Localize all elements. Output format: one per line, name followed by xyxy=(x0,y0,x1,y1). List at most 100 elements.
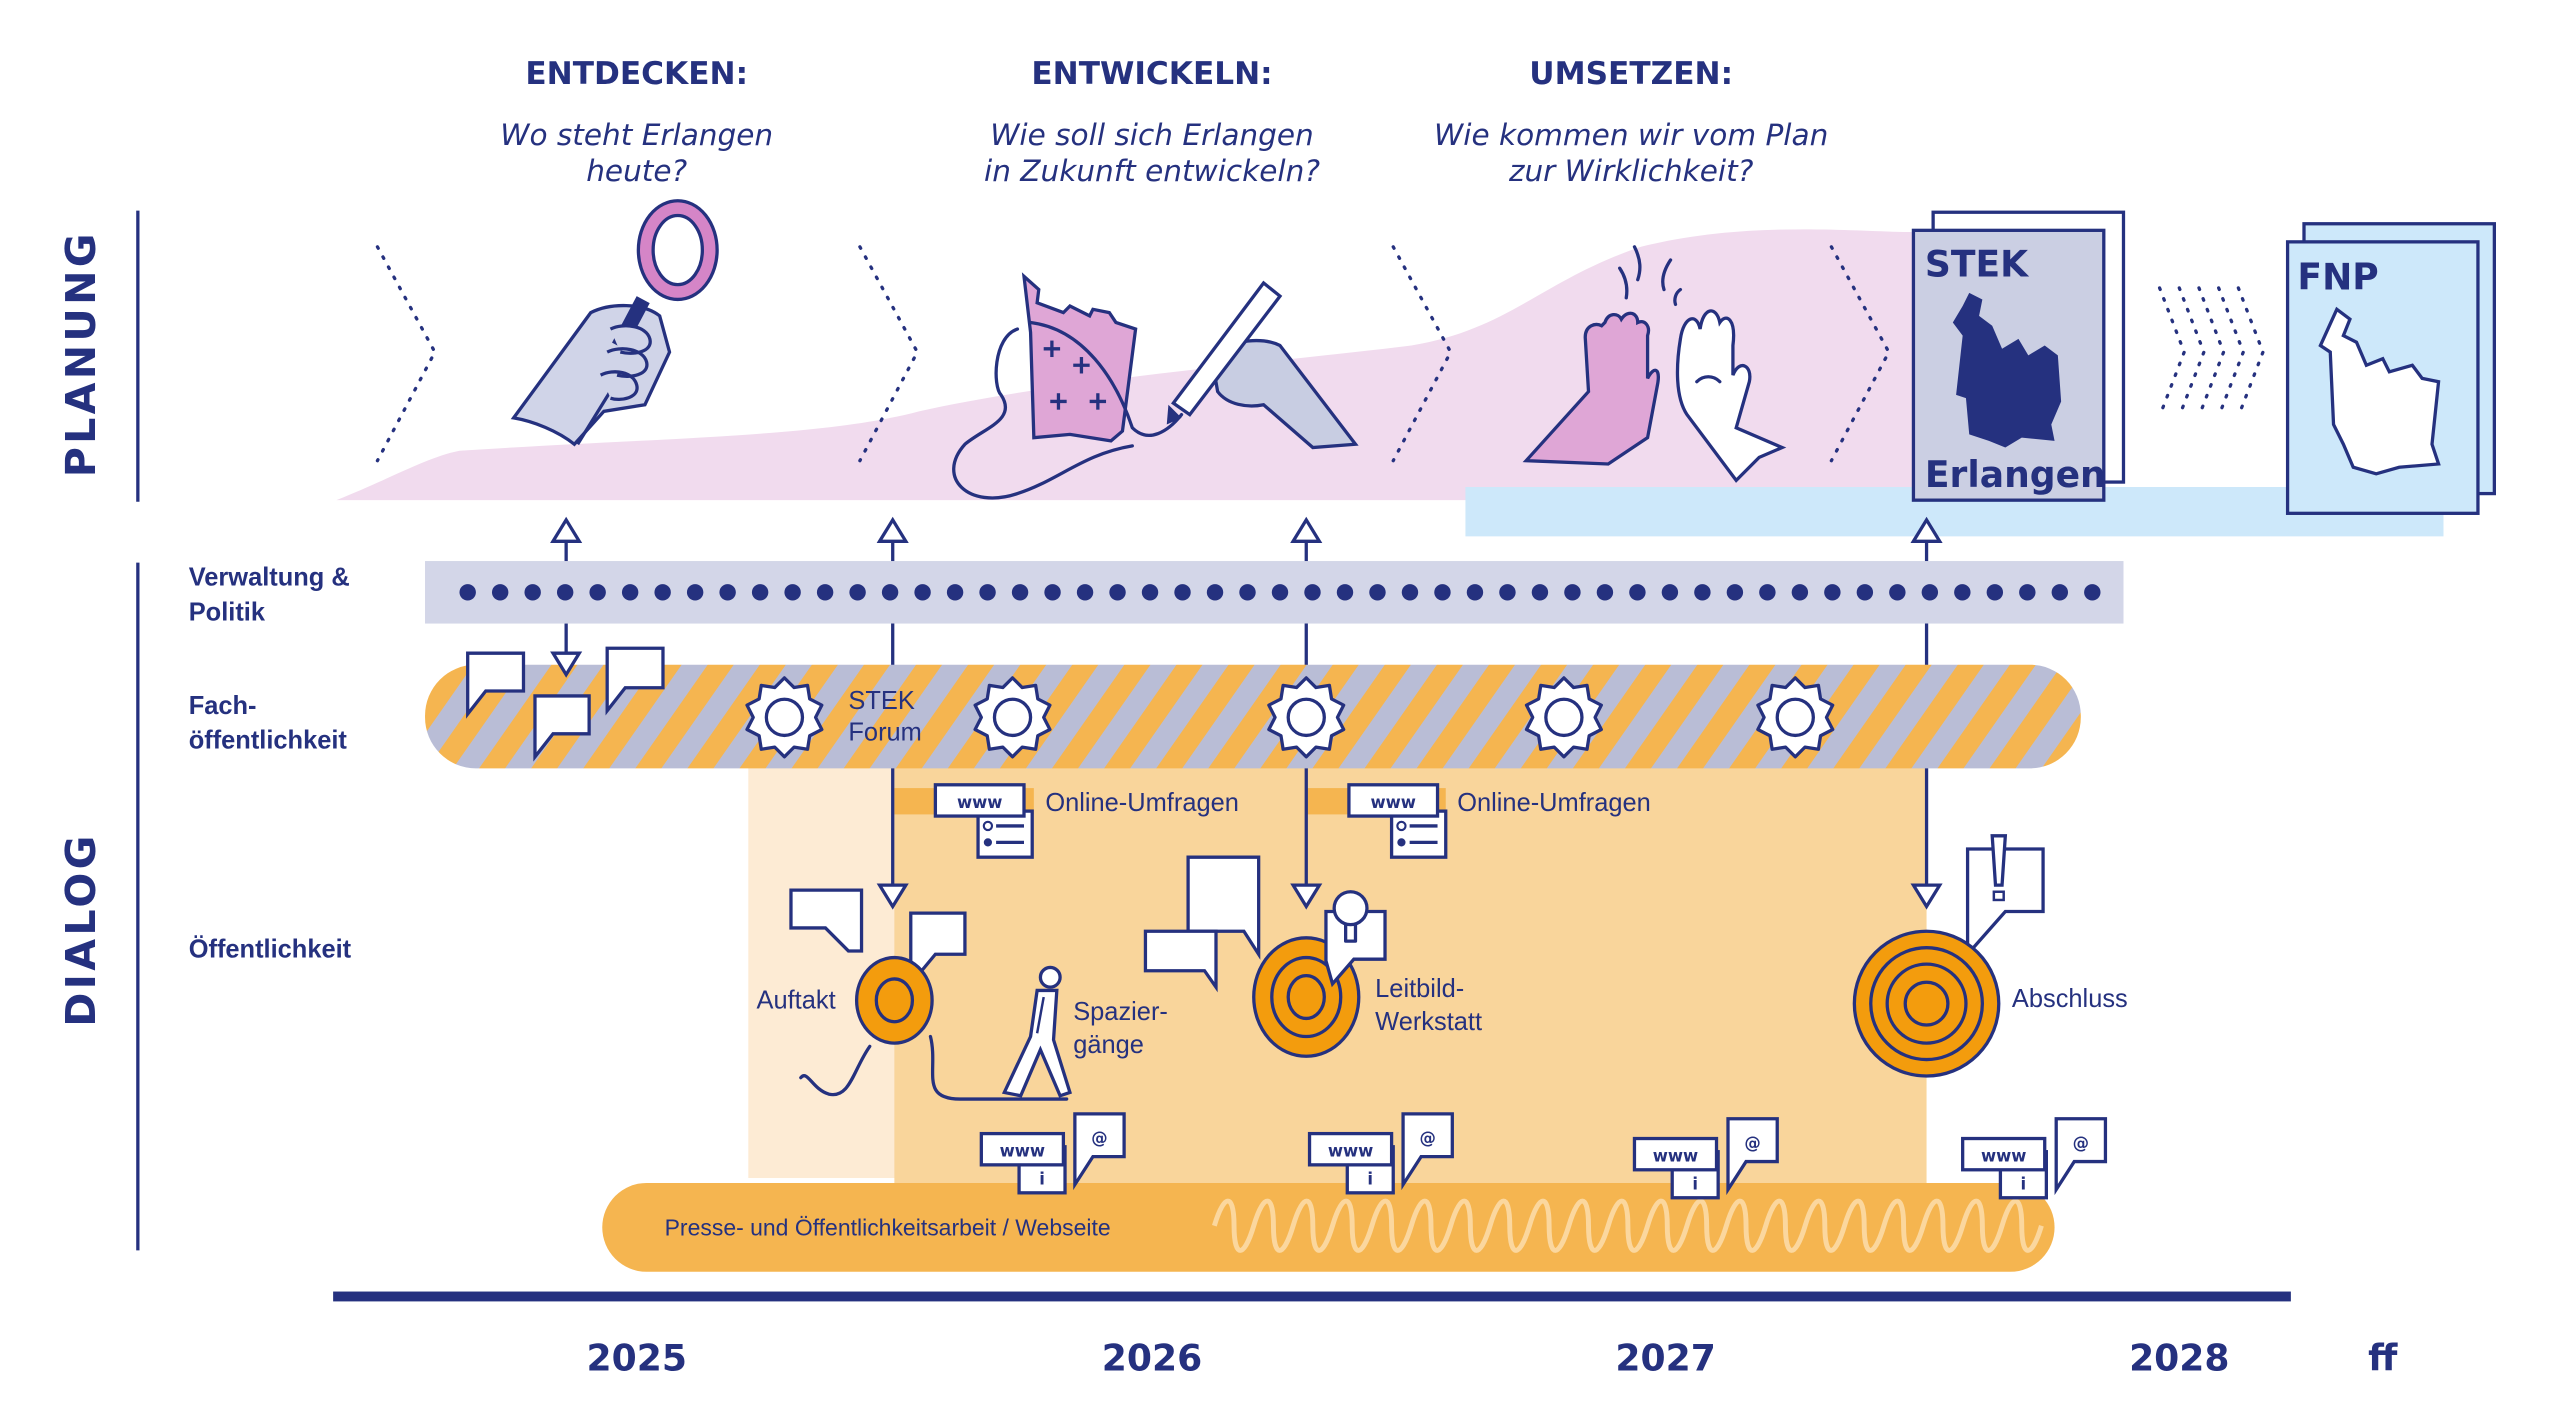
row-label-fach-line2: öffentlichkeit xyxy=(189,727,348,755)
meeting-dot xyxy=(1239,584,1256,601)
year-suffix: ff xyxy=(2368,1336,2398,1379)
phase-entwickeln: ENTWICKELN: Wie soll sich Erlangen in Zu… xyxy=(984,56,1320,188)
meeting-dot xyxy=(1921,584,1939,601)
meeting-dot xyxy=(1369,584,1386,601)
arrow-up-icon xyxy=(876,516,909,563)
info-text: i xyxy=(1367,1170,1373,1189)
meeting-dot xyxy=(1791,584,1809,601)
erlangen-outline-icon xyxy=(2318,306,2441,476)
meeting-dot xyxy=(1564,584,1581,601)
auftakt-label: Auftakt xyxy=(757,987,836,1015)
chevron-separator-icon xyxy=(2157,286,2186,418)
spaziergaenge-label-line2: gänge xyxy=(1073,1031,1144,1059)
speech-bubble-icon xyxy=(466,651,526,719)
meeting-dot xyxy=(784,584,801,601)
year-label: 2027 xyxy=(1615,1336,1715,1379)
chevron-separator-icon xyxy=(2197,286,2226,418)
info-text: i xyxy=(1039,1170,1045,1189)
meeting-dot xyxy=(1109,584,1126,601)
meeting-dot xyxy=(1466,584,1484,601)
meeting-dot xyxy=(719,584,736,601)
stek-forum-label-line2: Forum xyxy=(848,718,921,746)
meeting-dot xyxy=(1011,584,1029,601)
chevron-separator-icon xyxy=(2236,286,2265,418)
web-contact-icon: @ i www xyxy=(1307,1112,1454,1195)
planning-progress-band xyxy=(336,229,1937,501)
gear-icon xyxy=(973,676,1052,759)
meeting-dot xyxy=(1141,584,1159,601)
meeting-dot xyxy=(524,584,541,601)
online-umfragen-label-1: Online-Umfragen xyxy=(1045,789,1239,817)
arrow-down-icon xyxy=(550,651,583,678)
leitbild-label-line2: Werkstatt xyxy=(1375,1008,1482,1036)
meeting-dot xyxy=(1531,584,1549,601)
meeting-dot xyxy=(1206,584,1224,601)
section-label-planung: PLANUNG xyxy=(57,230,105,477)
phase-question-line1: Wie soll sich Erlangen xyxy=(990,118,1314,152)
presse-track xyxy=(602,1182,2055,1272)
online-umfragen-label-2: Online-Umfragen xyxy=(1457,789,1651,817)
web-contact-icon: @ i www xyxy=(1961,1117,2108,1200)
exclamation-icon xyxy=(1990,834,2008,887)
arrow-up-icon xyxy=(1910,516,1943,563)
row-label-oeffentlichkeit: Öffentlichkeit xyxy=(189,935,352,964)
arrow-down-icon xyxy=(1290,883,1323,910)
continuous-wave-icon xyxy=(1212,1198,2044,1253)
speech-bubble-icon xyxy=(605,646,665,716)
meeting-dot xyxy=(654,584,671,601)
chevron-separator-icon xyxy=(2217,286,2246,418)
idea-bubble-icon xyxy=(1324,909,1387,988)
meeting-dot xyxy=(1726,584,1744,601)
speech-bubble-icon xyxy=(789,888,864,953)
meeting-dot xyxy=(2019,584,2036,601)
stek-subtitle: Erlangen xyxy=(1925,453,2106,496)
phase-title: ENTWICKELN: xyxy=(1031,56,1272,92)
meeting-dot xyxy=(1661,584,1679,601)
meeting-dot xyxy=(1271,584,1289,601)
meeting-dot xyxy=(979,584,996,601)
fachoeffentlichkeit-track xyxy=(425,664,2081,769)
www-icon: www xyxy=(1961,1136,2047,1172)
lightbulb-icon xyxy=(1332,890,1369,927)
row-label-fach-line1: Fach- xyxy=(189,692,257,720)
phase-umsetzen: UMSETZEN: Wie kommen wir vom Plan zur Wi… xyxy=(1434,56,1828,188)
gear-icon xyxy=(745,676,824,759)
arrow-up-icon xyxy=(1290,516,1323,563)
info-text: i xyxy=(2021,1175,2027,1194)
timeline-axis xyxy=(333,1291,2291,1302)
meeting-dot xyxy=(1629,584,1646,601)
auftakt-event: Auftakt xyxy=(757,888,1069,1101)
phase-title: UMSETZEN: xyxy=(1529,56,1733,92)
erlangen-map-icon xyxy=(1952,292,2062,448)
chevron-separator-icon xyxy=(375,245,437,463)
phase-title: ENTDECKEN: xyxy=(525,56,748,92)
meeting-dot xyxy=(686,584,704,601)
event-target-icon xyxy=(854,955,934,1045)
phase-question-line1: Wo steht Erlangen xyxy=(500,118,773,152)
stek-title: STEK xyxy=(1925,242,2030,285)
meeting-dot xyxy=(1434,584,1451,601)
meeting-dot xyxy=(1304,584,1321,601)
meeting-dot xyxy=(1856,584,1874,601)
section-label-dialog: DIALOG xyxy=(57,832,105,1026)
meeting-dot xyxy=(556,584,574,601)
year-label: 2026 xyxy=(1102,1336,1202,1379)
email-bubble-icon: @ xyxy=(2054,1117,2108,1196)
meeting-dot xyxy=(1174,584,1191,601)
phase-separators xyxy=(375,245,2265,463)
www-text: www xyxy=(957,793,1002,812)
email-bubble-icon: @ xyxy=(1401,1112,1454,1191)
high-five-icon xyxy=(1522,245,1787,483)
at-text: @ xyxy=(1419,1128,1435,1147)
fnp-title: FNP xyxy=(2297,256,2378,299)
online-survey-icon-1: www xyxy=(933,783,1034,859)
phase-question-line2: zur Wirklichkeit? xyxy=(1508,154,1754,188)
meeting-dot xyxy=(1694,584,1711,601)
at-text: @ xyxy=(1091,1128,1107,1147)
www-text: www xyxy=(1328,1142,1373,1161)
email-bubble-icon: @ xyxy=(1726,1117,1779,1196)
stek-forum-label-line1: STEK xyxy=(848,687,914,715)
speech-bubbles-fach xyxy=(466,646,665,762)
